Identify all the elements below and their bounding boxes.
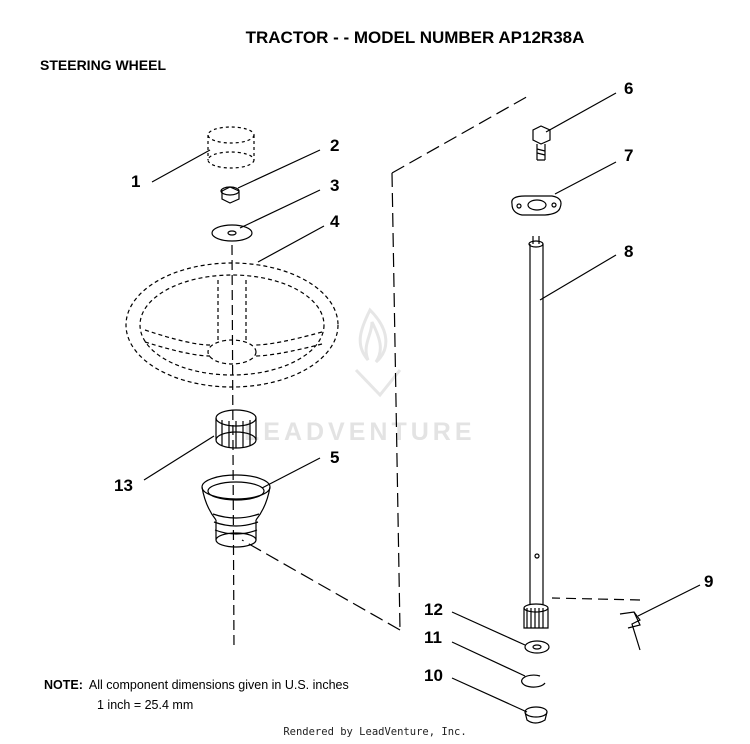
leader-line-12 (451, 611, 526, 646)
leader-line-7 (554, 161, 617, 195)
assembly-axis-line-right (551, 597, 641, 601)
callout-9: 9 (704, 572, 714, 591)
callout-8: 8 (624, 242, 634, 261)
part-11-washer (524, 640, 550, 654)
watermark-logo-icon (354, 307, 402, 398)
leader-line-13 (143, 435, 215, 481)
page-title: TRACTOR - - MODEL NUMBER AP12R38A (245, 28, 585, 47)
leader-line-2 (237, 149, 321, 189)
leader-line-3 (239, 189, 321, 229)
leadventure-watermark: LEADVENTURE (244, 418, 476, 446)
leader-line-5 (261, 457, 321, 489)
part-6-bolt (532, 125, 551, 161)
leader-line-4 (257, 225, 325, 263)
assembly-plane-outline (241, 94, 531, 631)
part-5-steering-boot (201, 474, 271, 548)
leader-line-10 (451, 677, 528, 713)
part-10-cap-nut (524, 706, 548, 724)
callout-7: 7 (624, 146, 634, 165)
callout-12: 12 (424, 600, 443, 619)
callout-10: 10 (424, 666, 443, 685)
dimension-note: NOTE: All component dimensions given in U… (44, 678, 349, 692)
leader-line-6 (545, 92, 617, 133)
leader-line-1 (151, 149, 211, 183)
part-2-nut (220, 186, 240, 204)
note-label: NOTE: (44, 678, 83, 692)
callout-5: 5 (330, 448, 340, 467)
callout-13: 13 (114, 476, 133, 495)
section-title: STEERING WHEEL (40, 57, 167, 73)
part-8-steering-shaft (528, 236, 544, 605)
leader-line-8 (539, 254, 617, 301)
part-4-steering-wheel (125, 262, 339, 388)
part-10-retaining-ring (521, 674, 546, 688)
part-12-pinion-gear (523, 603, 549, 629)
callout-3: 3 (330, 176, 340, 195)
part-3-washer (211, 224, 253, 242)
render-credit: Rendered by LeadVenture, Inc. (283, 726, 467, 738)
part-1-cap (207, 126, 255, 169)
note-text: All component dimensions given in U.S. i… (88, 678, 349, 692)
unit-conversion: 1 inch = 25.4 mm (97, 698, 194, 712)
part-9-spring-clip (619, 611, 641, 651)
callout-4: 4 (330, 212, 340, 231)
callout-6: 6 (624, 79, 634, 98)
callout-11: 11 (424, 628, 442, 647)
leader-line-9 (637, 584, 701, 617)
callout-1: 1 (131, 172, 141, 191)
callout-2: 2 (330, 136, 340, 155)
leader-line-11 (451, 641, 526, 677)
part-13-splined-adapter (215, 409, 257, 449)
part-7-flange-bearing (511, 195, 562, 216)
